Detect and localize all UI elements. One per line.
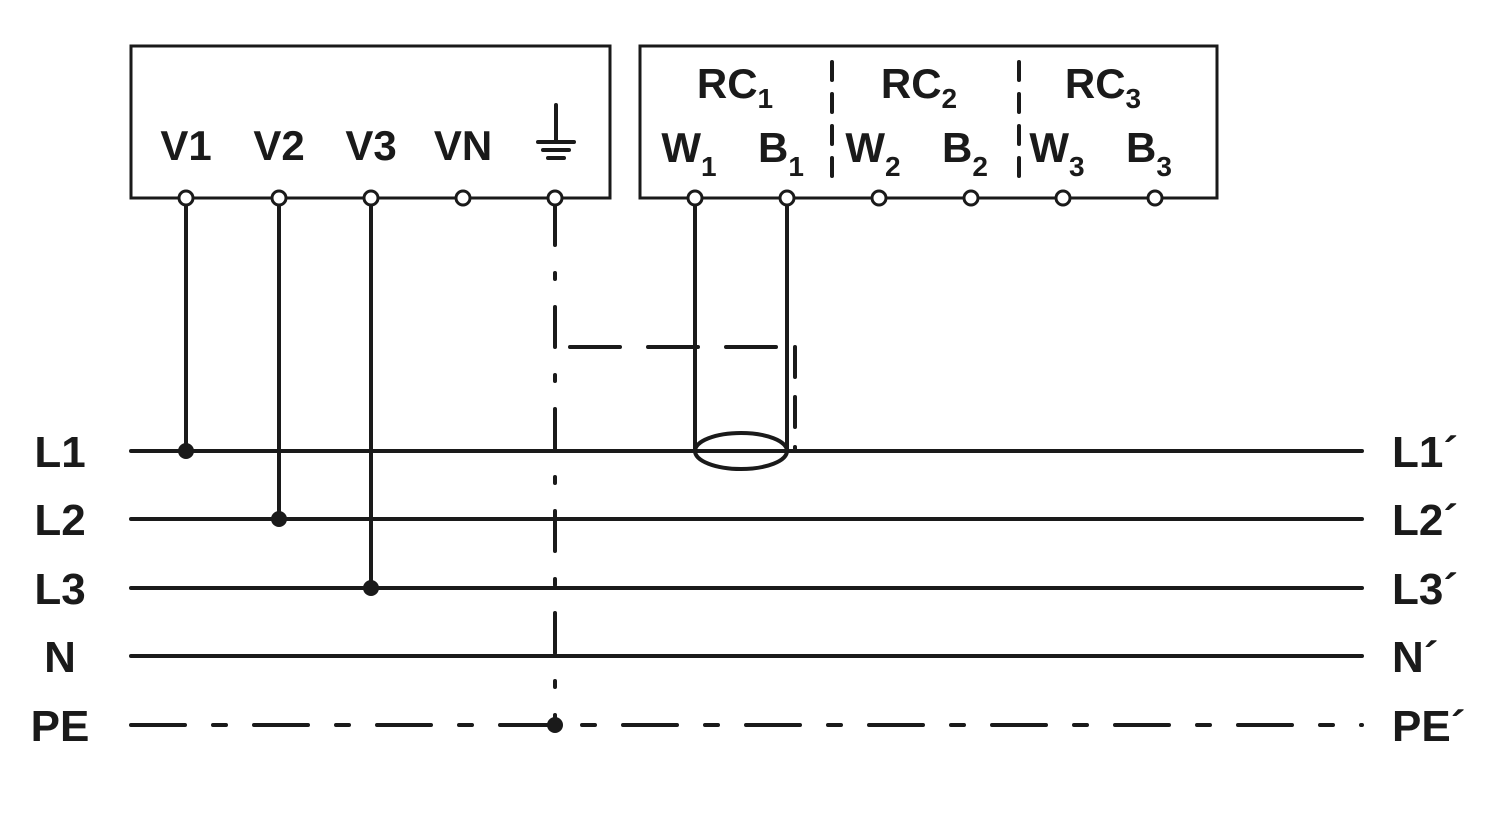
current-sensor-coil <box>693 431 789 471</box>
terminal-label-w: W1 <box>661 124 716 182</box>
current-module-box <box>638 44 1219 200</box>
line-label-left: N <box>44 633 76 682</box>
voltage-meter-box <box>129 44 612 200</box>
line-label-left: L1 <box>34 428 85 477</box>
terminal-label-v1: V1 <box>160 122 211 169</box>
terminal-label-w: W3 <box>1029 124 1084 182</box>
terminal <box>362 189 380 207</box>
line-label-left: L2 <box>34 496 85 545</box>
terminal <box>1146 189 1164 207</box>
channel-label: RC2 <box>881 60 957 114</box>
channel-label: RC1 <box>697 60 773 114</box>
junction-dot <box>271 511 287 527</box>
terminal-label-b: B2 <box>942 124 988 182</box>
junction-dot <box>178 443 194 459</box>
terminal <box>177 189 195 207</box>
terminal <box>962 189 980 207</box>
ground-icon <box>536 103 576 160</box>
junction-dot <box>547 717 563 733</box>
line-label-left: PE <box>31 702 90 751</box>
channel-label: RC3 <box>1065 60 1141 114</box>
line-label-right: PE´ <box>1392 702 1465 751</box>
terminal-label-w: W2 <box>845 124 900 182</box>
line-label-right: N´ <box>1392 633 1438 682</box>
line-label-right: L3´ <box>1392 565 1458 614</box>
line-label-right: L1´ <box>1392 428 1458 477</box>
line-label-left: L3 <box>34 565 85 614</box>
terminal <box>1054 189 1072 207</box>
terminal-label-vn: VN <box>434 122 492 169</box>
terminal-label-v2: V2 <box>253 122 304 169</box>
terminal <box>778 189 796 207</box>
terminal <box>270 189 288 207</box>
junction-dot <box>363 580 379 596</box>
terminal <box>454 189 472 207</box>
line-label-right: L2´ <box>1392 496 1458 545</box>
terminal-label-b: B1 <box>758 124 804 182</box>
terminal <box>686 189 704 207</box>
terminal-label-v3: V3 <box>345 122 396 169</box>
terminal-label-b: B3 <box>1126 124 1172 182</box>
terminal <box>870 189 888 207</box>
terminal <box>546 189 564 207</box>
